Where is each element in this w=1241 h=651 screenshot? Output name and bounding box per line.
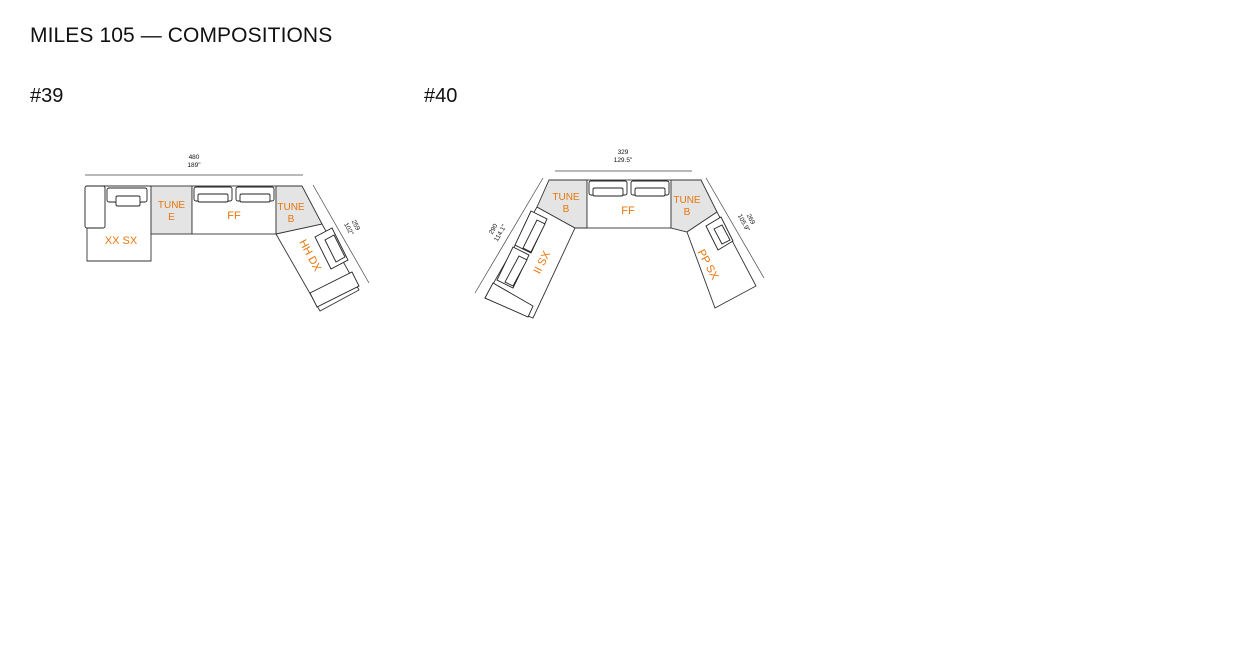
module-label: XX SX: [105, 235, 138, 247]
module-ii-sx: II SX: [484, 206, 576, 319]
composition-39-label: #39: [30, 85, 64, 107]
left-side-cm: 290: [488, 222, 500, 235]
side-cm: 259: [350, 219, 361, 232]
composition-40-plan: 329 129.5" 290 114.1" II SX TUNE B FF TU…: [474, 149, 765, 319]
page-title: MILES 105 — COMPOSITIONS: [30, 24, 333, 47]
module-label: TUNE: [158, 200, 186, 211]
module-label: B: [684, 207, 691, 218]
module-label: B: [288, 214, 295, 225]
dimension-line: [705, 177, 765, 279]
dimension-line: [474, 177, 544, 294]
module-label: FF: [227, 210, 241, 222]
dimension-line: [312, 184, 370, 284]
module-hh-dx: HH DX: [275, 223, 360, 312]
module-tune-e: TUNE E: [150, 185, 193, 235]
composition-40-label: #40: [424, 85, 458, 107]
module-label: TUNE: [673, 195, 701, 206]
module-label: TUNE: [552, 192, 580, 203]
width-in: 129.5": [614, 157, 633, 164]
module-xx-sx: XX SX: [84, 185, 152, 262]
width-cm: 480: [189, 154, 200, 161]
width-cm: 329: [618, 149, 629, 156]
module-label: FF: [621, 205, 635, 217]
module-tune-b-left: TUNE B: [536, 179, 588, 229]
right-side-cm: 269: [745, 213, 756, 226]
composition-39-plan: 480 189" XX SX TUNE E FF TUNE B HH DX: [84, 154, 370, 312]
width-in: 189": [187, 162, 201, 169]
module-label: B: [563, 204, 570, 215]
module-tune-b-right: TUNE B: [670, 179, 718, 233]
module-ff: FF: [586, 179, 672, 229]
module-ff: FF: [191, 185, 277, 235]
module-label: E: [168, 212, 175, 223]
module-label: TUNE: [277, 202, 305, 213]
